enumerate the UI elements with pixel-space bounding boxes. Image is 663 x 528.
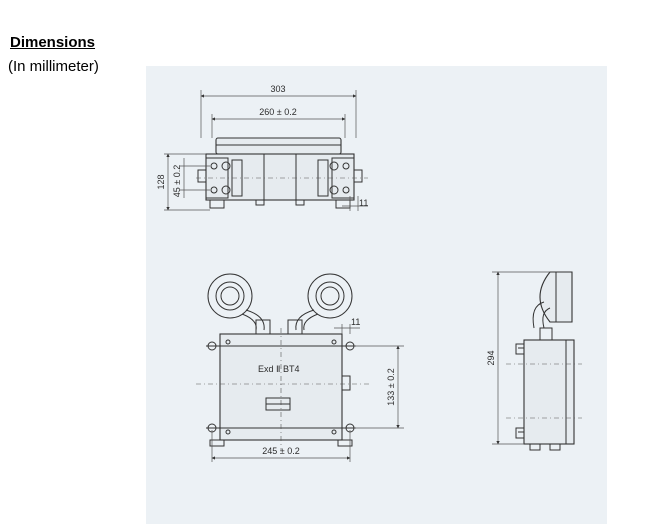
units-note: (In millimeter): [8, 58, 99, 75]
front-view: Exd Ⅱ BT4 11 133 ± 0.2 245 ± 0.2: [196, 273, 404, 462]
dim-mount-width: 245 ± 0.2: [262, 446, 299, 456]
dimensions-heading: Dimensions: [10, 34, 96, 51]
side-view: 294: [486, 271, 582, 451]
dim-overall-width: 303: [270, 84, 285, 94]
dim-side-height: 294: [486, 350, 496, 365]
technical-drawing: 303 260 ± 0.2: [146, 66, 607, 524]
top-view: 303 260 ± 0.2: [156, 84, 368, 211]
marking-label: Exd Ⅱ BT4: [258, 364, 299, 374]
dim-height: 128: [156, 174, 166, 189]
dim-front-offset: 11: [351, 317, 360, 327]
dim-mount-height: 133 ± 0.2: [386, 368, 396, 405]
dim-inner-width: 260 ± 0.2: [259, 107, 296, 117]
technical-drawing-svg: 303 260 ± 0.2: [156, 84, 582, 462]
dim-mount-spacing: 45 ± 0.2: [172, 165, 182, 197]
dim-top-offset: 11: [359, 198, 368, 208]
